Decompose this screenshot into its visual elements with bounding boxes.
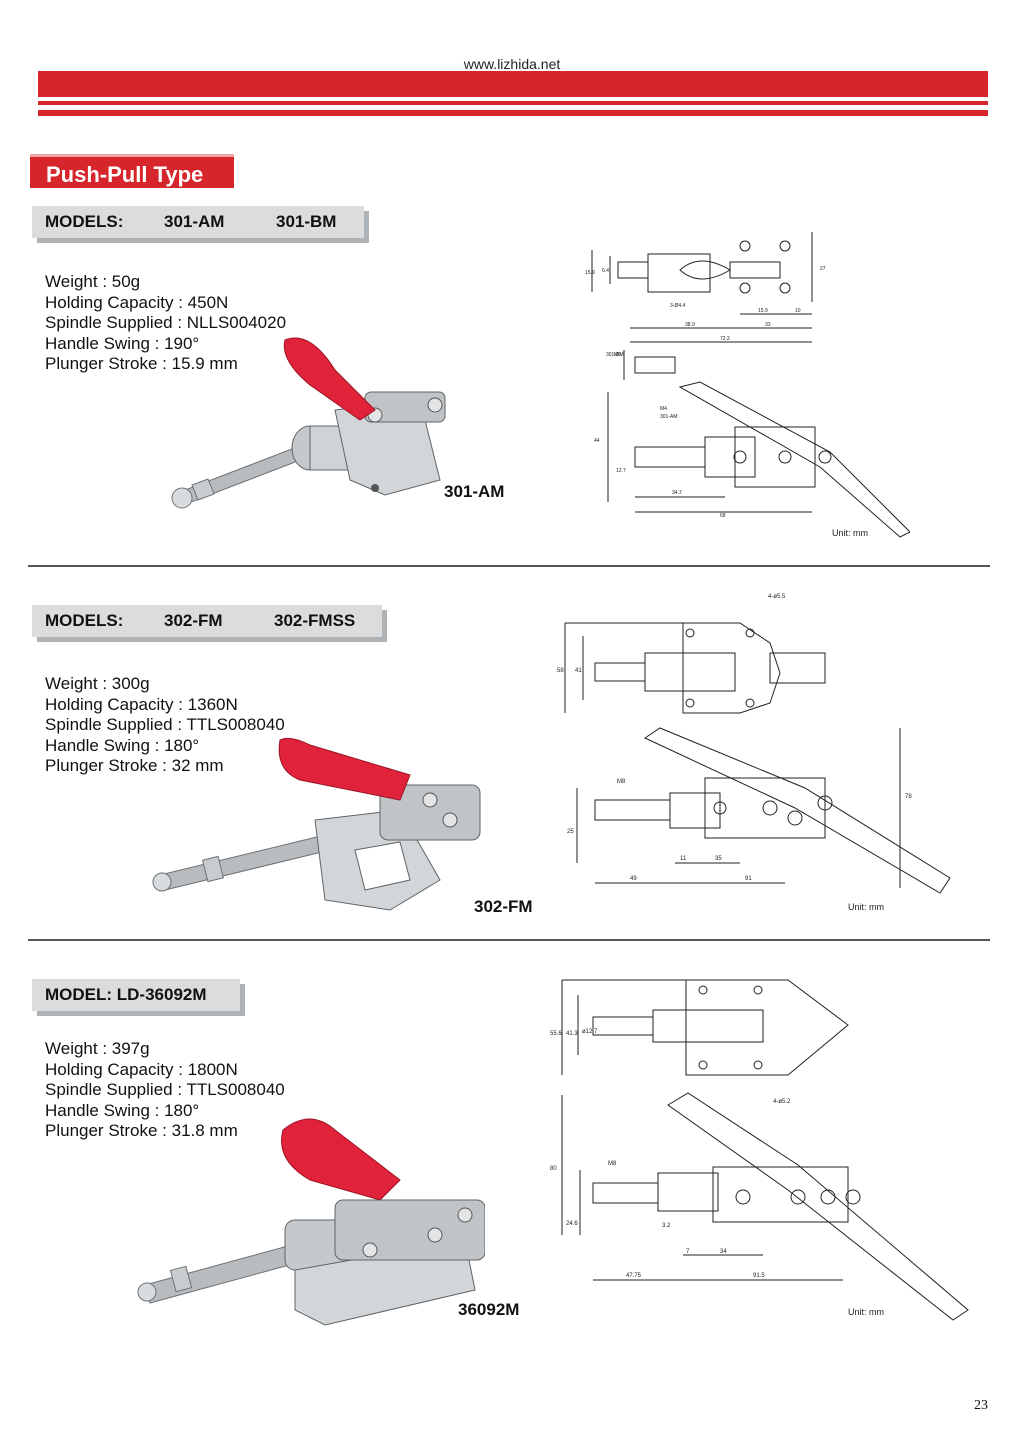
dim-label: 12.7 (616, 468, 626, 474)
spec-weight: Weight : 50g (45, 272, 141, 291)
dim-label: 49 (630, 876, 637, 882)
dim-label: M4 (660, 406, 667, 412)
dim-label: 24.6 (566, 1221, 578, 1227)
dim-label: 6.4 (602, 268, 609, 274)
dim-label: 15.9 (758, 308, 768, 314)
clamp-photo-301am (171, 337, 446, 509)
model-code: 301-AM (164, 212, 225, 231)
dim-label: 34.7 (672, 490, 682, 496)
spec-plunger-stroke: Plunger Stroke : 15.9 mm (45, 354, 238, 374)
models-bar: MODELS: 301-AM 301-BM (32, 206, 364, 238)
clamp-photo-36092m (137, 1118, 485, 1326)
dim-label: 301-BM (606, 352, 624, 358)
spec-handle-swing: Handle Swing : 190° (45, 333, 200, 353)
dim-label: 11 (680, 856, 687, 862)
dim-label: 41.3 (566, 1031, 578, 1037)
spec-spindle: Spindle Supplied : TTLS008040 (45, 1080, 285, 1100)
spec-list: Weight : 397g Holding Capacity : 1800N S… (45, 1039, 285, 1142)
dim-label: 33 (765, 322, 771, 328)
spec-weight: Weight : 300g (45, 674, 150, 693)
header-red-stripe (38, 110, 988, 116)
dim-label: 301-AM (660, 414, 678, 420)
dim-label: 58 (557, 668, 564, 674)
product-caption: 301-AM (444, 482, 505, 501)
models-bar: MODELS: 302-FM 302-FMSS (32, 605, 382, 637)
spec-plunger-stroke: Plunger Stroke : 31.8 mm (45, 1121, 238, 1141)
technical-drawing-301am: 15.9 6.4 3-Ø4.4 15.9 10 27 38.9 33 72.2 … (585, 232, 910, 538)
models-bar: MODEL: LD-36092M (32, 979, 240, 1011)
dim-label: 91 (745, 876, 752, 882)
spec-handle-swing: Handle Swing : 180° (45, 735, 200, 755)
dim-label: M8 (608, 1161, 617, 1167)
spec-list: Weight : 50g Holding Capacity : 450N Spi… (45, 272, 286, 375)
dim-label: 4-ø5.5 (768, 594, 786, 600)
section-divider (28, 565, 990, 567)
dim-label: 47.75 (626, 1273, 642, 1279)
dim-label: 55.6 (550, 1031, 562, 1037)
dim-label: 38.9 (685, 322, 695, 328)
section-divider (28, 939, 990, 941)
dim-label: M6 (614, 352, 621, 358)
spec-spindle: Spindle Supplied : NLLS004020 (45, 313, 287, 333)
technical-drawing-302fm: 4-ø5.5 58 41 M8 25 11 35 49 91 78 (557, 594, 951, 894)
model-code: 302-FM (164, 611, 223, 630)
unit-label: Unit: mm (848, 902, 884, 912)
dim-label: 4-ø5.2 (773, 1099, 791, 1105)
models-label: MODEL: LD-36092M (45, 985, 207, 1004)
page-number: 23 (974, 1398, 988, 1413)
unit-label: Unit: mm (848, 1307, 884, 1317)
header-red-band (38, 71, 988, 97)
dim-label: 34 (720, 1249, 727, 1255)
model-code: 301-BM (276, 212, 337, 231)
dim-label: 25 (567, 829, 574, 835)
product-caption: 302-FM (474, 897, 533, 916)
dim-label: 15.9 (585, 270, 595, 276)
product-caption: 36092M (458, 1300, 520, 1319)
dim-label: ø12.7 (582, 1029, 598, 1035)
dim-label: 35 (715, 856, 722, 862)
dim-label: 27 (820, 266, 826, 272)
dim-label: M8 (617, 779, 626, 785)
dim-label: 41 (575, 668, 582, 674)
spec-plunger-stroke: Plunger Stroke : 32 mm (45, 756, 224, 776)
website-url: www.lizhida.net (463, 56, 561, 72)
dim-label: 91.5 (753, 1273, 765, 1279)
dim-label: 3.2 (662, 1223, 671, 1229)
dim-label: 3-Ø4.4 (670, 303, 686, 309)
unit-label: Unit: mm (832, 528, 868, 538)
section-title: Push-Pull Type (30, 154, 234, 188)
models-label: MODELS: (45, 611, 124, 630)
dim-label: 10 (795, 308, 801, 314)
spec-spindle: Spindle Supplied : TTLS008040 (45, 715, 285, 735)
technical-drawing-36092m: 55.6 41.3 ø12.7 4-ø5.2 M8 80 24.6 3.2 7 … (550, 979, 969, 1321)
model-code: 302-FMSS (274, 611, 356, 630)
spec-holding-capacity: Holding Capacity : 1800N (45, 1059, 238, 1079)
dim-label: 7 (686, 1249, 690, 1255)
dim-label: 78 (905, 794, 912, 800)
dim-label: 80 (550, 1166, 557, 1172)
clamp-photo-302fm (152, 737, 481, 911)
dim-label: 44 (594, 438, 600, 444)
spec-list: Weight : 300g Holding Capacity : 1360N S… (45, 674, 285, 777)
spec-handle-swing: Handle Swing : 180° (45, 1100, 200, 1120)
header-red-stripe (38, 101, 988, 105)
dim-label: 68 (720, 513, 726, 519)
spec-holding-capacity: Holding Capacity : 450N (45, 292, 229, 312)
dim-label: 72.2 (720, 336, 730, 342)
models-label: MODELS: (45, 212, 124, 231)
spec-weight: Weight : 397g (45, 1039, 150, 1058)
spec-holding-capacity: Holding Capacity : 1360N (45, 694, 238, 714)
